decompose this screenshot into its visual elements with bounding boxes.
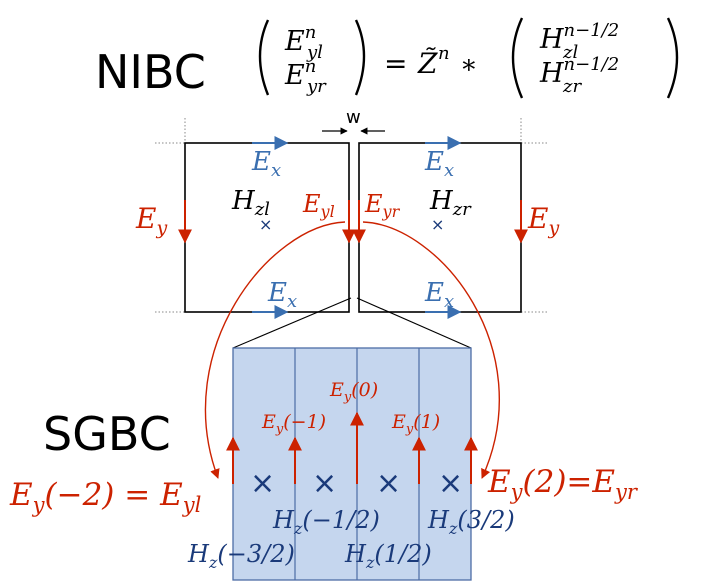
- sgbc-ey-1-label: Ey(1): [391, 411, 440, 437]
- hzr-cross: ×: [431, 215, 444, 234]
- nibc-rhs-top-sub: zl: [562, 42, 578, 63]
- ey-yr-label: Eyr: [364, 190, 401, 221]
- nibc-star: ∗: [460, 50, 478, 80]
- nibc-rhs-left-paren: [511, 17, 524, 99]
- nibc-equals: =: [384, 47, 407, 80]
- nibc-rhs-top: Hn−1/2: [539, 20, 619, 55]
- top-cell-diagram: w Ex Ex Ex Ex Ey Ey Eyl Eyr Hzl × Hzr ×: [135, 107, 559, 479]
- sgbc-hz-m12-label: Hz(−1/2): [272, 506, 380, 538]
- sgbc-ey-m1-label: Ey(−1): [261, 411, 326, 437]
- ey-left-edge-label: Ey: [135, 202, 167, 239]
- sgbc-ey-2-label: Ey(2)=Eyr: [487, 464, 639, 504]
- sgbc-hz-m32-cross: ×: [250, 466, 275, 501]
- nibc-lhs-top-sub: yl: [306, 42, 323, 63]
- ex-top-left-label: Ex: [251, 147, 281, 181]
- nibc-z-sup: n: [438, 43, 450, 64]
- ey-yl-label: Eyl: [302, 190, 335, 221]
- gap-label: w: [346, 107, 361, 128]
- sgbc-hz-32-cross: ×: [438, 466, 463, 501]
- zoom-line-left: [232, 297, 352, 349]
- nibc-lhs-top: En: [284, 22, 316, 57]
- nibc-z-symbol: Z̃: [417, 47, 438, 80]
- nibc-lhs-bot: En: [284, 56, 316, 91]
- nibc-lhs-right-paren: [354, 19, 366, 96]
- ex-bottom-right-label: Ex: [424, 278, 454, 312]
- hzl-label: Hzl: [231, 186, 270, 220]
- curve-yl-to-ey-m2: [204, 221, 346, 479]
- sgbc-hz-32-label: Hz(3/2): [427, 506, 515, 538]
- sgbc-hz-m32-label: Hz(−3/2): [187, 540, 295, 572]
- sgbc-hz-m12-cross: ×: [312, 466, 337, 501]
- nibc-rhs-bot-sub: zr: [562, 76, 582, 97]
- sgbc-ey-m2-label: Ey(−2) = Eyl: [9, 477, 201, 517]
- hzl-cross: ×: [259, 215, 272, 234]
- sgbc-hz-12-cross: ×: [376, 466, 401, 501]
- ex-top-right-label: Ex: [424, 147, 454, 181]
- zoom-line-right: [356, 297, 472, 349]
- nibc-title: NIBC: [95, 45, 206, 99]
- sgbc-ey-0-label: Ey(0): [329, 379, 378, 405]
- sgbc-panel: SGBC × × × × Ey(−1) Ey(0) Ey(1) Ey(−2) =…: [9, 347, 639, 581]
- sgbc-title: SGBC: [43, 407, 171, 461]
- nibc-lhs-bot-sub: yr: [306, 76, 327, 97]
- sgbc-box: [232, 347, 472, 581]
- nibc-rhs-right-paren: [666, 17, 679, 99]
- nibc-rhs-bot: Hn−1/2: [539, 54, 619, 89]
- nibc-lhs-left-paren: [258, 19, 270, 96]
- sgbc-hz-12-label: Hz(1/2): [344, 540, 432, 572]
- hzr-label: Hzr: [429, 186, 472, 220]
- nibc-equation: NIBC En yl En yr = Z̃ n ∗ Hn−1/2 zl Hn−1…: [95, 17, 679, 99]
- curve-yr-to-ey-2: [362, 221, 500, 479]
- ex-bottom-left-label: Ex: [267, 278, 297, 312]
- ey-right-edge-label: Ey: [527, 202, 559, 239]
